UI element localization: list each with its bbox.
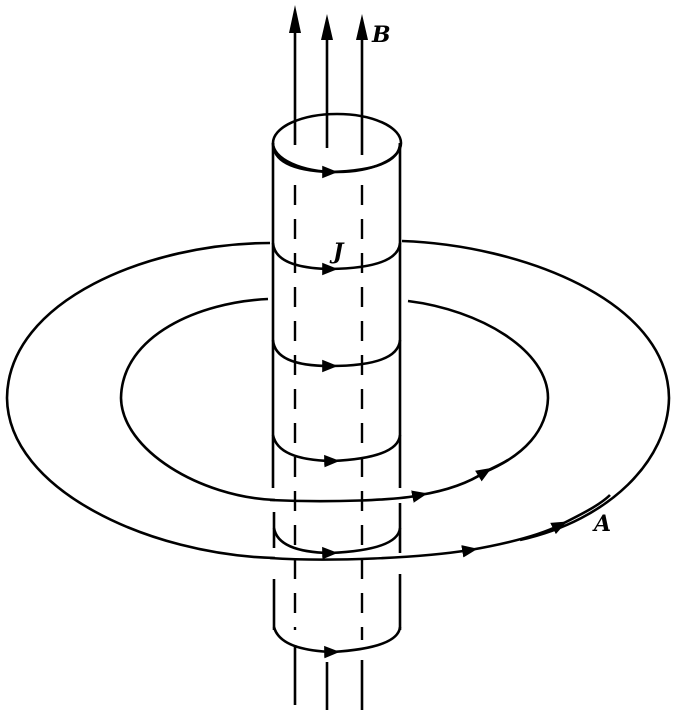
inner-loop-back-right [407, 299, 550, 474]
outer-loop-front [269, 494, 611, 561]
label-a: A [592, 511, 611, 537]
outer-loop-back-left [5, 241, 276, 560]
current-ring-3 [271, 339, 402, 373]
inner-loop-back-left [119, 297, 276, 502]
arrowhead-up-icon [356, 14, 368, 40]
current-ring-6 [272, 626, 402, 659]
vector-potential-front [269, 458, 611, 561]
inner-loop-front [269, 458, 509, 503]
current-ring-4 [271, 434, 402, 468]
current-rings [271, 142, 402, 659]
current-ring-2 [271, 242, 402, 276]
b-field-arrows [293, 22, 364, 710]
vector-potential-loops [5, 239, 671, 560]
current-ring-5 [272, 527, 402, 560]
current-ring-1 [271, 142, 402, 179]
interior-field-lines [293, 185, 364, 640]
outer-loop-back-right [401, 239, 671, 542]
b-arrowheads [289, 5, 368, 40]
label-j: J [329, 239, 345, 265]
arrowhead-up-icon [321, 14, 333, 40]
arrowhead-up-icon [289, 5, 301, 33]
label-b: B [371, 22, 391, 48]
